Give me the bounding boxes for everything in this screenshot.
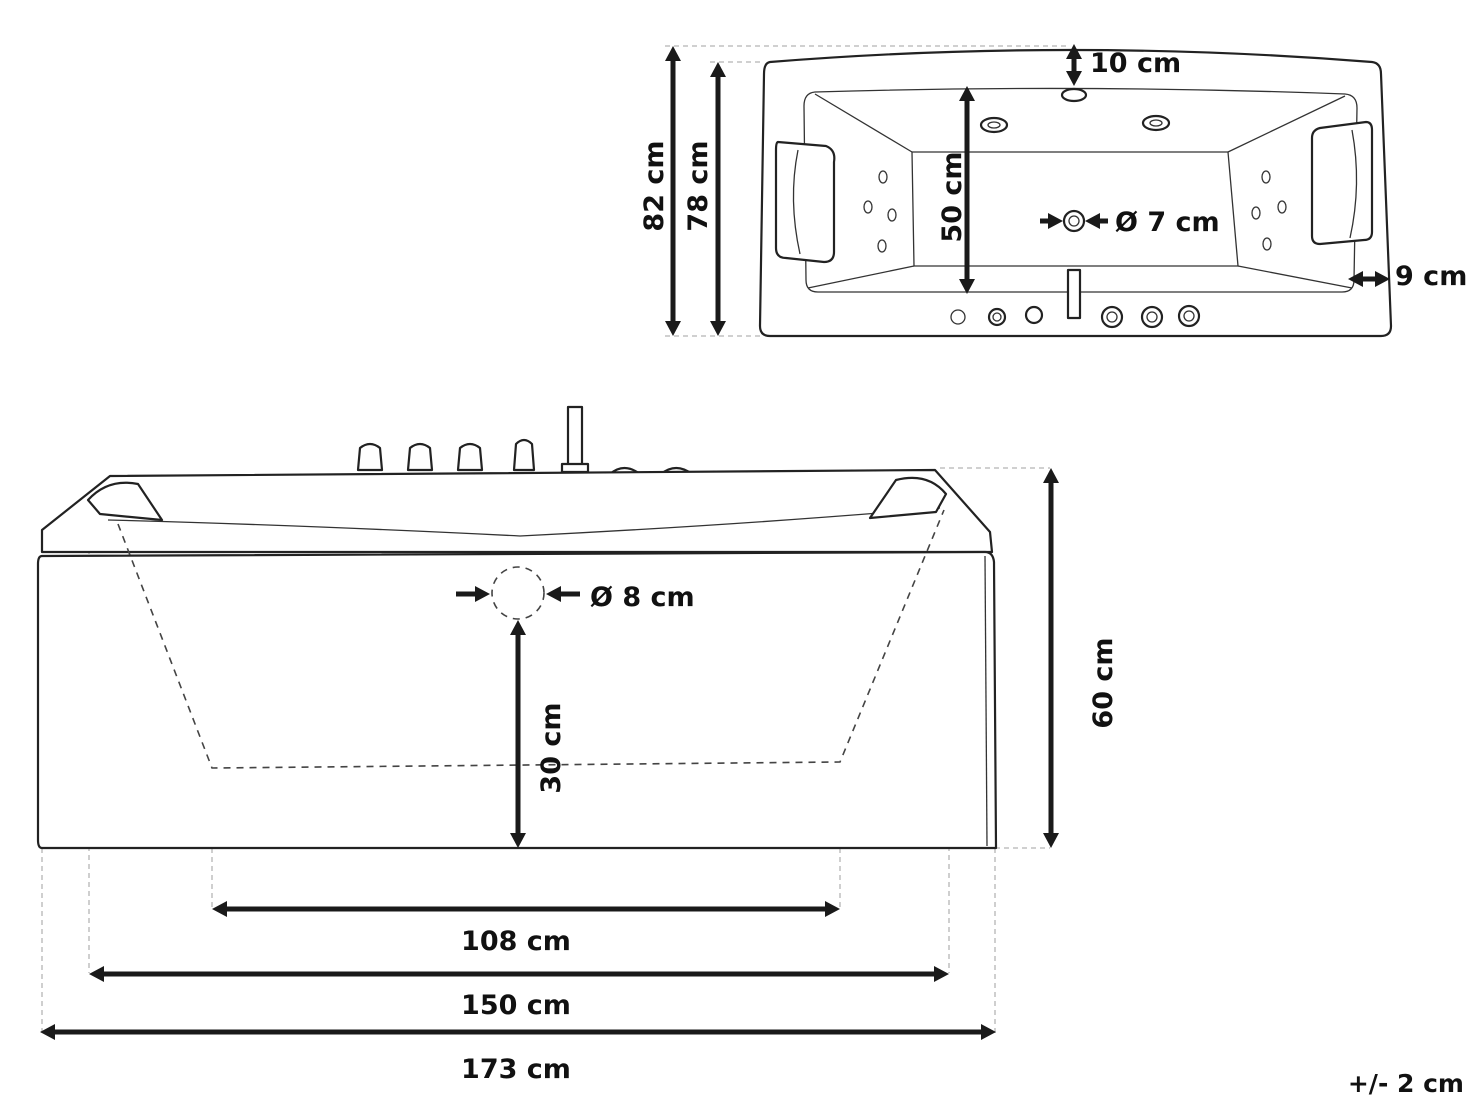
dim-arrow-82cm xyxy=(665,46,681,336)
top-view-extension-lines xyxy=(665,45,1070,337)
rim-controls xyxy=(950,304,1201,329)
dim-arrow-30cm xyxy=(510,620,526,848)
dim-arrow-overflow-right xyxy=(546,586,580,602)
tub-slope-lines xyxy=(807,93,1353,289)
dim-label-108cm: 108 cm xyxy=(461,926,571,957)
back-jets xyxy=(979,87,1171,134)
tub-rim-front xyxy=(40,468,994,554)
dim-label-60cm: 60 cm xyxy=(1088,637,1119,728)
dim-label-150cm: 150 cm xyxy=(461,990,571,1021)
dim-label-82cm: 82 cm xyxy=(639,140,670,231)
dim-arrow-10cm xyxy=(1066,44,1082,86)
dim-label-78cm: 78 cm xyxy=(683,140,714,231)
headrest-right-icon xyxy=(1310,120,1374,246)
dim-label-10cm: 10 cm xyxy=(1090,48,1181,79)
headrest-left-inner xyxy=(792,149,801,255)
top-view xyxy=(665,45,1393,338)
dim-label-30cm: 30 cm xyxy=(536,702,567,793)
dim-arrow-drain-right xyxy=(1085,213,1108,229)
headrest-left-icon xyxy=(774,140,836,264)
tub-rim-outline xyxy=(758,48,1393,338)
tub-basin-outline xyxy=(803,87,1358,293)
tolerance-note: +/- 2 cm xyxy=(1348,1069,1464,1098)
dim-label-173cm: 173 cm xyxy=(461,1054,571,1085)
overflow-hole-icon xyxy=(491,566,545,620)
spout-icon xyxy=(1066,268,1082,320)
side-jets-left xyxy=(863,170,897,253)
headrest-right-inner xyxy=(1349,129,1358,239)
dim-label-50cm: 50 cm xyxy=(937,151,968,242)
headrest-front-left-icon xyxy=(86,481,164,522)
dim-arrow-9cm xyxy=(1348,271,1390,287)
dim-arrow-173cm xyxy=(40,1024,996,1040)
dim-arrow-50cm xyxy=(959,86,975,294)
dimension-arrows xyxy=(40,44,1390,1040)
rim-fixtures xyxy=(356,405,694,476)
tub-body-edge xyxy=(984,555,988,847)
dim-arrow-108cm xyxy=(212,901,840,917)
basin-hidden-outline xyxy=(117,509,945,769)
dim-arrow-overflow-left xyxy=(456,586,490,602)
dim-arrow-150cm xyxy=(89,966,949,982)
dim-arrow-drain-left xyxy=(1040,213,1063,229)
tub-rim-inner-curve xyxy=(107,507,941,537)
dim-label-9cm: 9 cm xyxy=(1395,261,1467,292)
headrest-front-right-icon xyxy=(868,476,948,520)
dim-label-drain: Ø 7 cm xyxy=(1115,207,1220,238)
side-jets-right xyxy=(1251,170,1287,251)
dim-arrow-78cm xyxy=(710,62,726,336)
dim-label-overflow: Ø 8 cm xyxy=(590,582,695,613)
dim-arrow-60cm xyxy=(1043,468,1059,848)
drain-icon xyxy=(1062,209,1086,233)
